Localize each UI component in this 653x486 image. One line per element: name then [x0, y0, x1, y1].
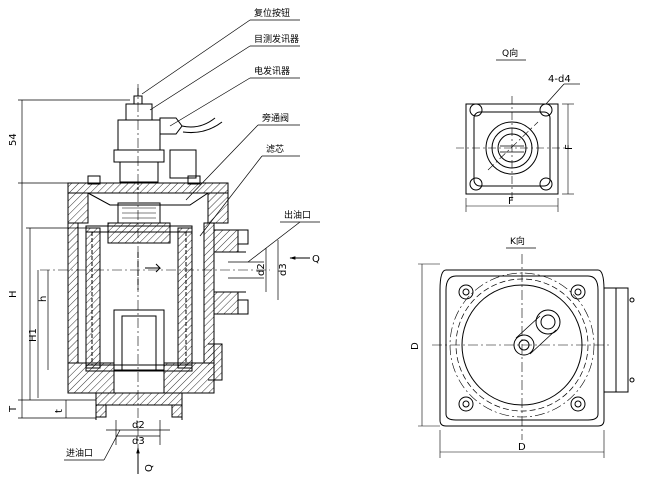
k-view-D-bottom: D	[518, 442, 526, 453]
dim-T: T	[8, 405, 19, 413]
outlet-pipe	[113, 309, 165, 393]
dim-d2-right: d2	[256, 263, 267, 276]
q-view-F-bottom: F	[508, 196, 514, 207]
visual-transmitter-label: 目测发讯器	[254, 33, 299, 45]
q-view-title: Q向	[502, 47, 518, 59]
q-view	[456, 83, 580, 212]
outlet-label: 出油口	[284, 209, 311, 221]
dim-d2-bottom: d2	[132, 420, 145, 431]
k-view-title: K向	[510, 235, 525, 247]
filter-head	[67, 175, 229, 224]
filter-element-label: 滤芯	[266, 143, 284, 155]
indicator-assembly	[113, 88, 223, 190]
electric-transmitter-label: 电发讯器	[254, 65, 290, 77]
k-view-D-side: D	[410, 342, 421, 350]
bypass-valve	[107, 202, 171, 244]
q-view-F-side: F	[564, 144, 575, 150]
dim-Q-bottom: Q	[144, 464, 155, 472]
flow-arrow	[137, 252, 162, 290]
reset-button-label: 复位按钮	[254, 7, 290, 19]
dim-d3-right: d3	[278, 263, 289, 276]
dim-Q-right: Q	[312, 254, 320, 265]
section-view	[40, 84, 270, 455]
q-view-holes: 4-d4	[548, 74, 571, 85]
dim-d3-bottom: d3	[132, 436, 145, 447]
dim-54: 54	[8, 133, 19, 146]
dim-h: h	[38, 296, 49, 302]
filter-element	[85, 225, 193, 372]
dim-H1: H1	[28, 328, 39, 342]
dim-H: H	[8, 290, 19, 298]
dimension-lines	[18, 99, 279, 445]
inlet-label: 进油口	[66, 447, 93, 459]
dim-t: t	[54, 409, 65, 413]
k-view	[418, 254, 635, 458]
leader-lines	[64, 19, 320, 461]
outlet-port	[208, 229, 249, 381]
bypass-valve-label: 旁通阀	[262, 112, 289, 124]
